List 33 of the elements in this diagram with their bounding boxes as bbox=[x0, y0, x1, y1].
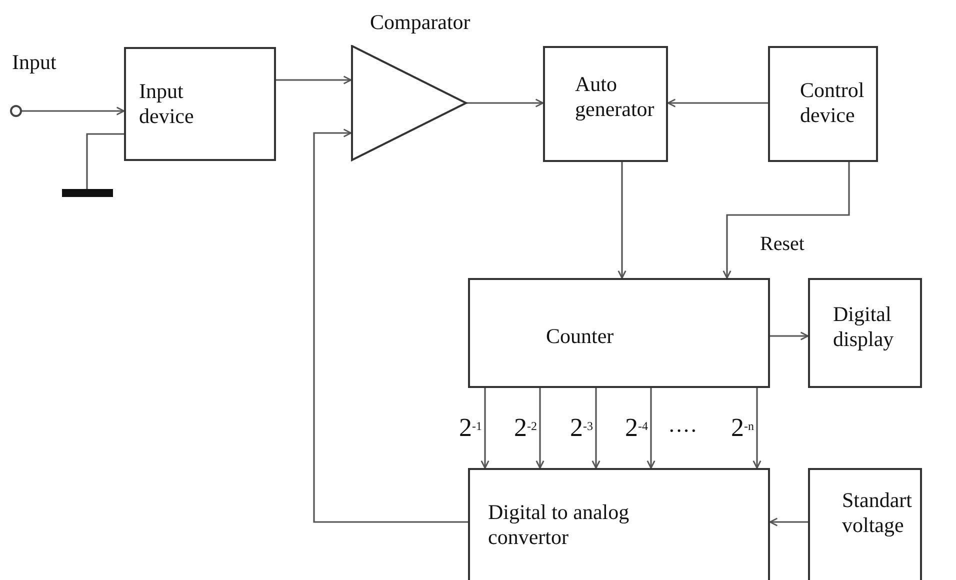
node-text: Auto generator bbox=[575, 72, 656, 122]
edge-label: Reset bbox=[760, 232, 804, 257]
arrow bbox=[480, 388, 490, 469]
process-box bbox=[468, 278, 770, 388]
process-box bbox=[768, 46, 878, 162]
arrow bbox=[722, 162, 850, 279]
arrow bbox=[313, 128, 468, 523]
ground-symbol bbox=[62, 189, 113, 197]
arrow bbox=[618, 162, 626, 279]
arrow bbox=[466, 98, 544, 108]
node-text: Control device bbox=[800, 78, 866, 128]
node-text: Input device bbox=[139, 79, 195, 129]
arrow bbox=[667, 98, 768, 108]
arrow bbox=[21, 106, 125, 116]
process-box bbox=[124, 47, 276, 161]
arrow bbox=[646, 388, 656, 469]
ellipsis-label: ···· bbox=[668, 418, 698, 444]
arrow bbox=[769, 518, 808, 526]
process-box bbox=[808, 278, 922, 388]
node-label: Comparator bbox=[370, 10, 472, 35]
arrow bbox=[592, 388, 600, 469]
arrow bbox=[770, 332, 809, 340]
process-box bbox=[468, 468, 770, 580]
node-text: Counter bbox=[546, 324, 615, 349]
node-text: Digital to analog convertor bbox=[488, 500, 630, 550]
arrow bbox=[752, 388, 762, 469]
node-text: Standart voltage bbox=[842, 488, 913, 538]
arrow bbox=[536, 388, 544, 469]
arrow bbox=[276, 76, 352, 84]
process-box bbox=[543, 46, 668, 162]
process-box bbox=[808, 468, 922, 580]
node-label: Input bbox=[12, 50, 58, 75]
node-text: Digital display bbox=[833, 302, 895, 352]
